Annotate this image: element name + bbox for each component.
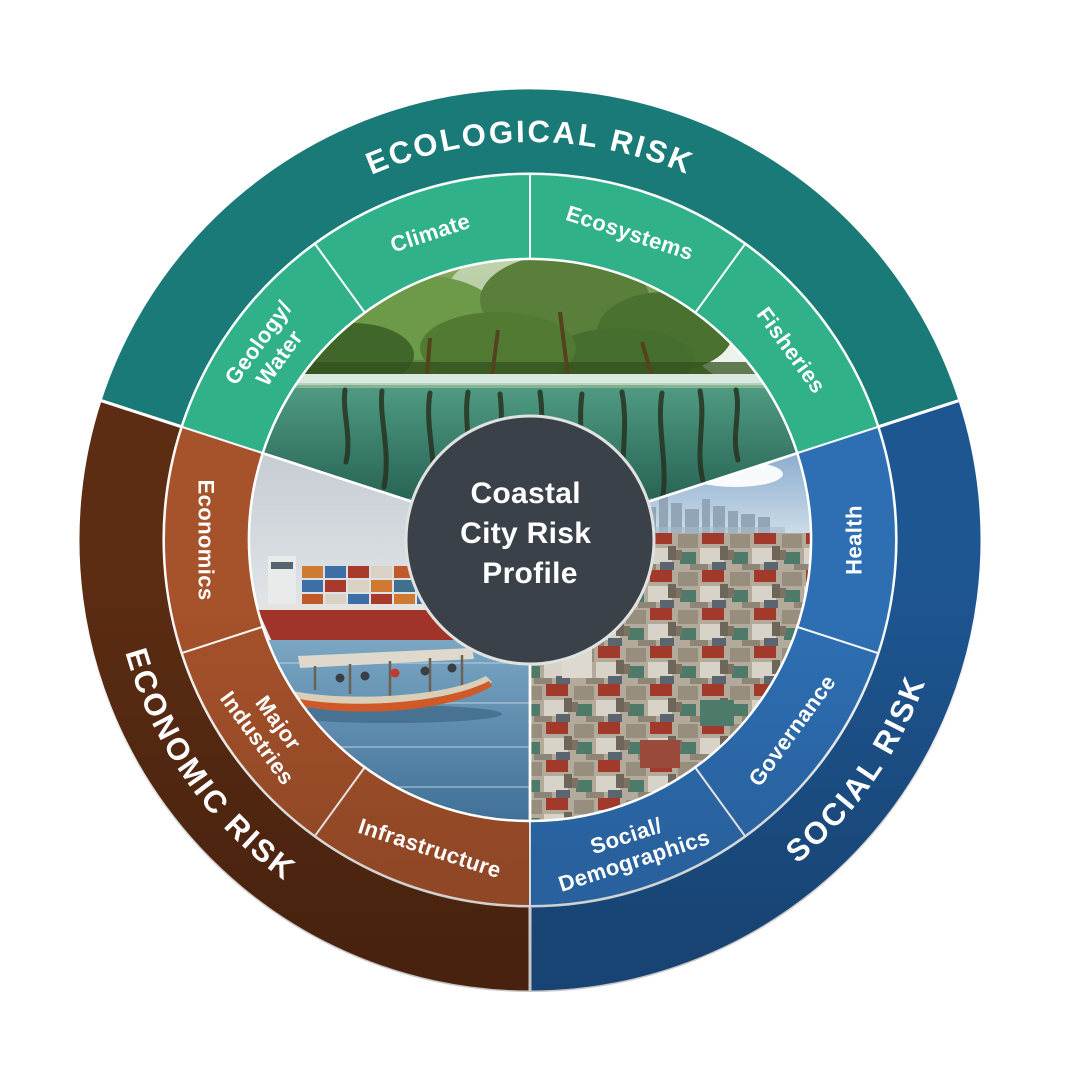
mangrove-trunks [425,311,654,377]
segment-label-health: Health [842,505,867,575]
segment-label-economics: Economics [194,480,219,601]
label-ring-shading [164,174,896,906]
passenger-boat [278,648,502,723]
center-hub [404,414,656,666]
center-title: Coastal City Risk Profile [460,477,600,590]
outer-ring-shading [78,88,982,992]
waterline [262,374,798,385]
photo-dividers [247,257,813,823]
